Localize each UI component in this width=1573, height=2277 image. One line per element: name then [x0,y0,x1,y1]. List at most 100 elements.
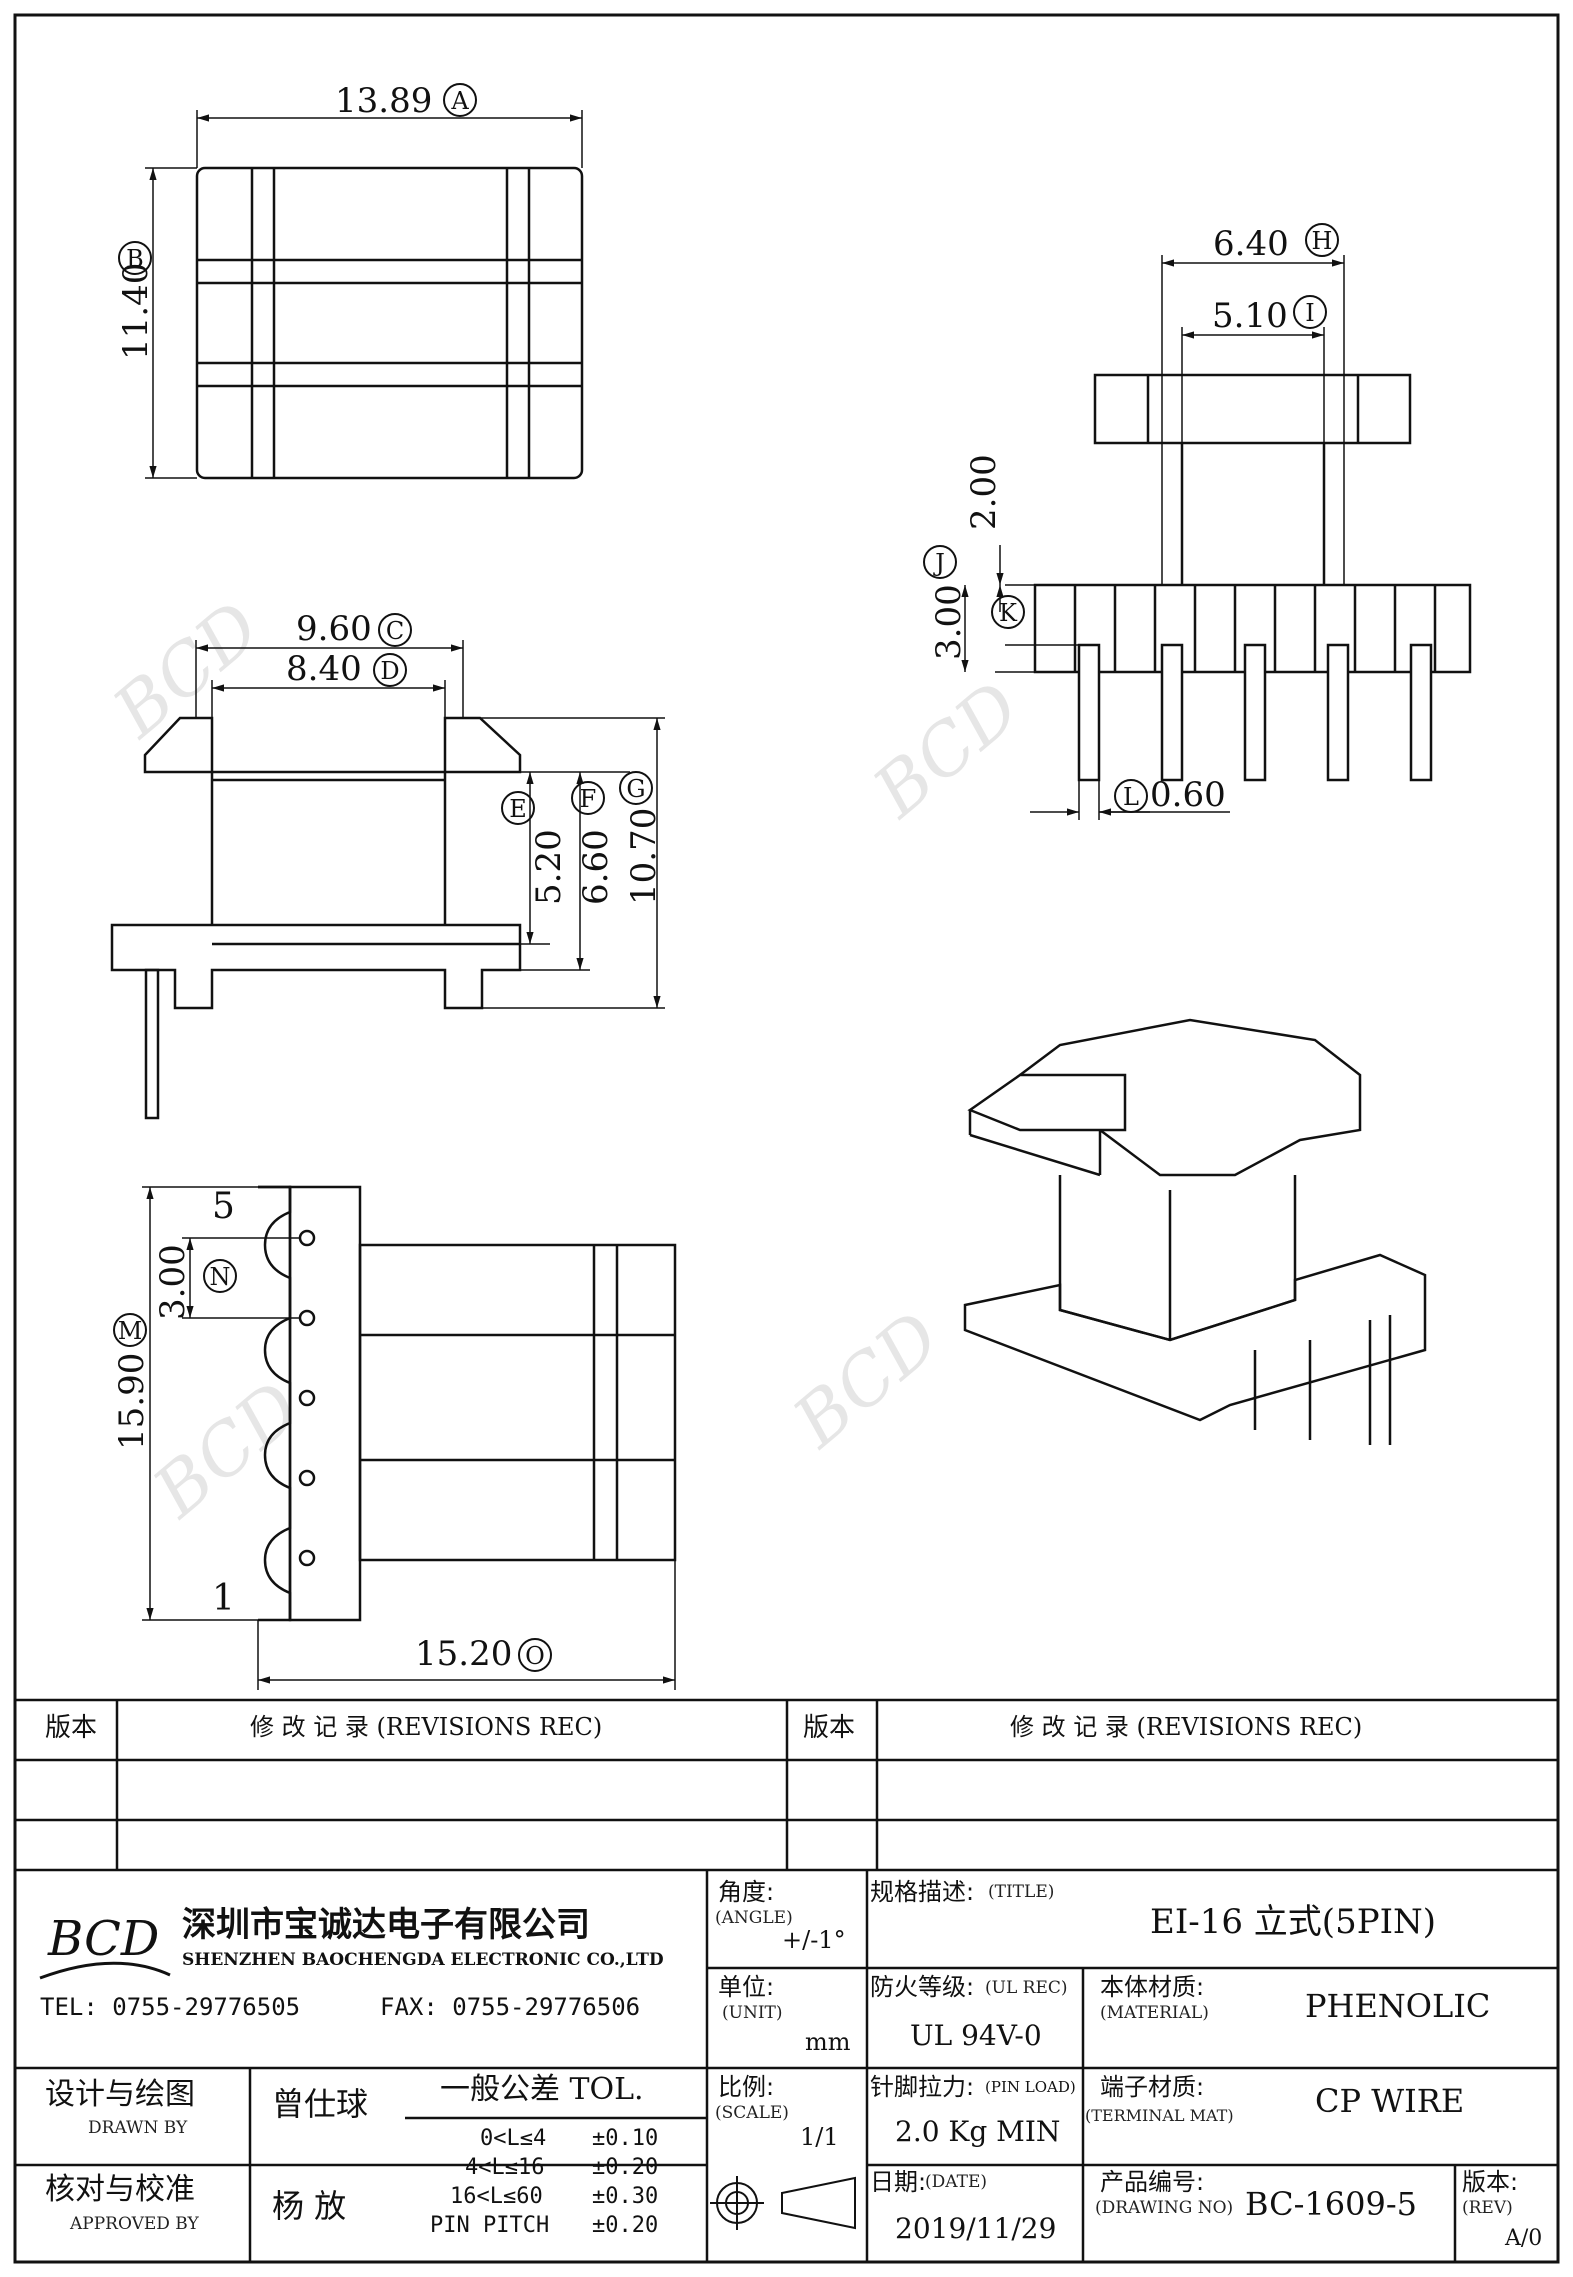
callout-G: G [619,771,653,805]
watermark-text: BCD [857,666,1036,835]
terminal-label: 端子材质: [1100,2073,1205,2101]
dim-E-value: 5.20 [529,829,569,905]
callout-D: D [373,653,407,687]
rev-col-version-left: 版本 [45,1713,98,1743]
callout-N: N [203,1259,237,1293]
terminal-value: CP WIRE [1315,2082,1465,2120]
tol-row-0-value: ±0.10 [592,2126,659,2151]
ul-label: 防火等级: [870,1973,975,2001]
tol-row-2-range: 16<L≤60 [450,2184,543,2209]
callout-K: K [991,595,1025,629]
pin-label-bottom: 1 [212,1578,235,1619]
tol-row-3-range: PIN PITCH [430,2213,550,2238]
svg-text:B: B [126,245,144,273]
dim-D-value: 8.40 [286,649,362,689]
watermark-text: BCD [137,1366,316,1535]
dim-K-value: 3.00 [929,584,969,660]
unit-label-en: (UNIT) [722,2003,783,2023]
svg-text:F: F [580,785,597,813]
callout-J: J [923,545,957,579]
pinload-label-en: (PIN LOAD) [985,2078,1076,2096]
company-fax: FAX: 0755-29776506 [380,1993,641,2021]
terminal-label-en: (TERMINAL MAT) [1085,2106,1234,2125]
sheet-border [13,13,1560,2264]
dim-I-value: 5.10 [1212,296,1288,336]
dim-N-value: 3.00 [153,1244,193,1320]
approved-label-en: APPROVED BY [70,2214,199,2234]
callout-E: E [501,791,535,825]
svg-text:H: H [1312,227,1333,255]
svg-text:G: G [626,775,645,803]
angle-label: 角度: [718,1878,775,1906]
rev-value: A/0 [1505,2226,1543,2251]
material-value: PHENOLIC [1305,1987,1491,2025]
tol-row-1-value: ±0.20 [592,2155,659,2180]
callout-I: I [1293,295,1327,329]
callout-M: M [113,1313,147,1347]
date-label: 日期: [870,2168,927,2196]
pinload-value: 2.0 Kg MIN [895,2115,1061,2148]
approved-name: 杨 放 [272,2187,347,2225]
svg-text:C: C [386,617,404,645]
bottom-view [258,1185,677,1622]
company-logo: BCD [39,1911,171,1980]
title-label: 规格描述: [870,1878,975,1906]
rev-col-version-right: 版本 [803,1713,856,1743]
svg-text:I: I [1305,299,1314,327]
title-value: EI-16 立式(5PIN) [1150,1902,1437,1942]
svg-text:J: J [932,549,945,577]
dim-M-value: 15.90 [112,1353,152,1450]
pinload-label: 针脚拉力: [870,2073,975,2101]
callout-B: B [118,241,152,275]
drawn-label-en: DRAWN BY [88,2118,188,2138]
material-label: 本体材质: [1100,1973,1205,2001]
unit-label: 单位: [718,1973,775,2001]
svg-text:L: L [1123,783,1139,811]
rev-label: 版本: [1462,2168,1519,2196]
rev-col-record-left: 修 改 记 录 (REVISIONS REC) [250,1713,603,1741]
dimension-text: 13.89 11.40 9.60 8.40 5.20 6.60 10.70 6.… [112,81,1289,1674]
svg-text:M: M [118,1317,143,1345]
tol-row-1-range: 4<L≤16 [465,2155,545,2180]
scale-label: 比例: [718,2073,775,2101]
dim-callouts: A B C D E F G H I J K L M N O [113,83,1339,1672]
drawing-no-value: BC-1609-5 [1245,2185,1418,2223]
tol-row-3-value: ±0.20 [592,2213,659,2238]
angle-value: +/-1° [782,1926,846,1954]
scale-label-en: (SCALE) [715,2103,789,2123]
dim-G-value: 10.70 [624,808,664,905]
tol-row-2-value: ±0.30 [592,2184,659,2209]
svg-text:A: A [450,87,469,115]
drawn-name: 曾仕球 [272,2085,369,2123]
callout-O: O [518,1638,552,1672]
callout-L: L [1114,779,1148,813]
drawing-no-label-en: (DRAWING NO) [1095,2198,1234,2218]
dim-O-value: 15.20 [415,1634,512,1674]
ul-label-en: (UL REC) [985,1978,1068,1998]
watermark-text: BCD [777,1296,956,1465]
pin-label-top: 5 [212,1186,235,1227]
dim-L-value: 0.60 [1150,775,1226,815]
date-value: 2019/11/29 [895,2212,1057,2245]
angle-label-en: (ANGLE) [715,1908,793,1928]
dimension-lines [142,110,1345,1690]
dim-J-value: 2.00 [964,454,1004,530]
tol-title: 一般公差 TOL. [440,2072,644,2107]
scale-value: 1/1 [800,2123,839,2151]
company-name-cn: 深圳市宝诚达电子有限公司 [182,1905,590,1945]
side-view [1033,373,1472,782]
company-tel: TEL: 0755-29776505 [40,1993,301,2021]
svg-text:N: N [210,1263,231,1291]
top-view [195,166,584,480]
dim-A-value: 13.89 [335,81,432,121]
pin [1077,643,1433,782]
logo-text: BCD [47,1911,159,1967]
svg-text:K: K [999,599,1018,627]
ul-value: UL 94V-0 [910,2019,1042,2052]
dim-F-value: 6.60 [576,829,616,905]
svg-text:D: D [380,657,399,685]
company-name-en: SHENZHEN BAOCHENGDA ELECTRONIC CO.,LTD [182,1950,664,1970]
callout-A: A [443,83,477,117]
dim-B-value: 11.40 [116,263,156,360]
